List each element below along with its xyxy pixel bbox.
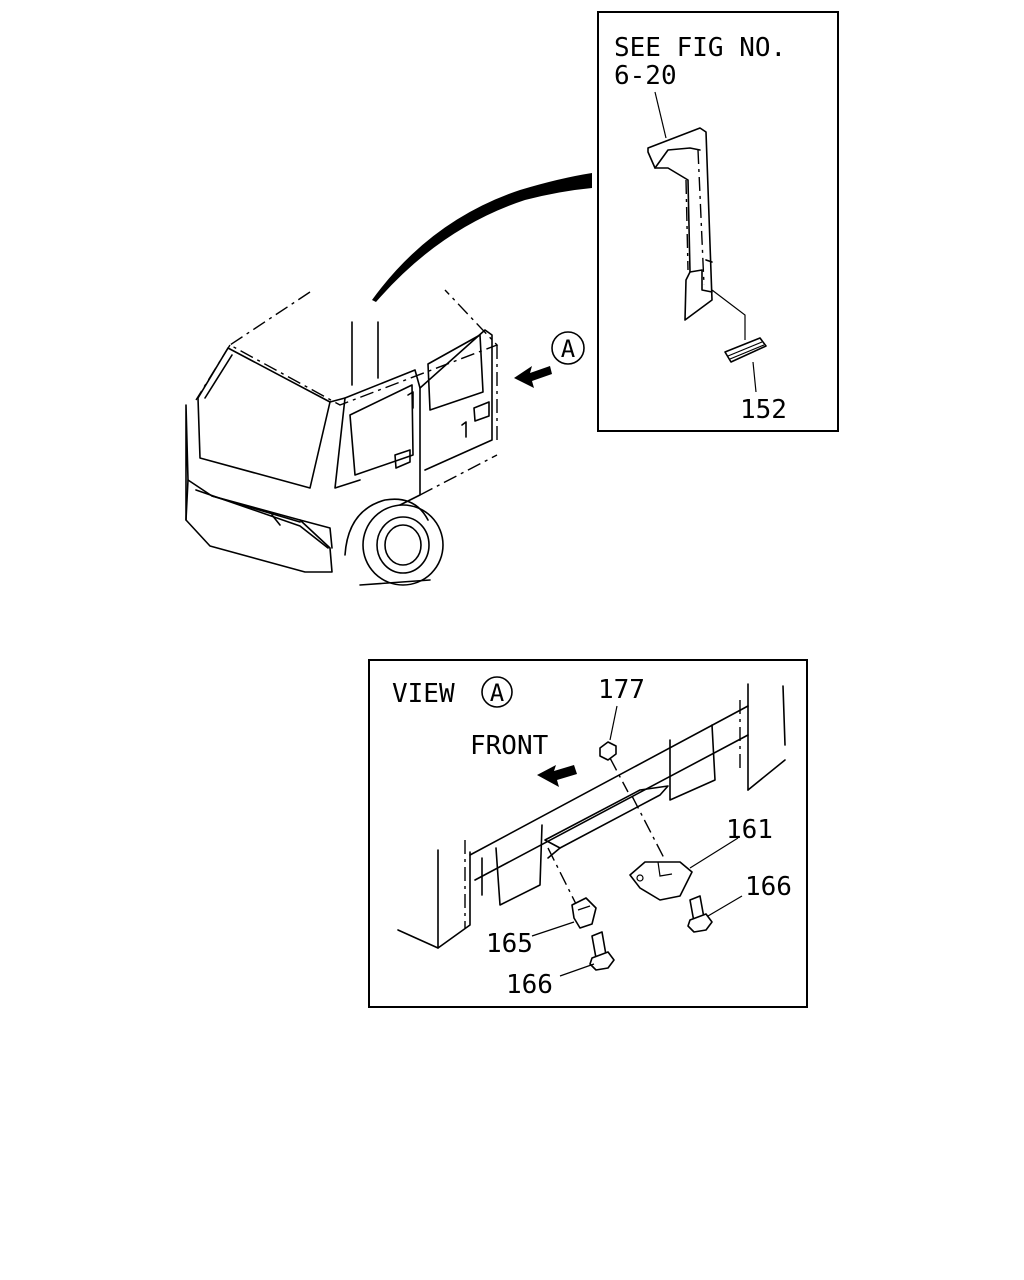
part-165-clip bbox=[571, 897, 597, 929]
part-number-166-bottom: 166 bbox=[506, 970, 553, 1000]
view-a-circle-marker: A bbox=[551, 331, 585, 365]
part-152-clip bbox=[724, 337, 767, 363]
view-a-arrow bbox=[514, 366, 552, 388]
part-number-161: 161 bbox=[726, 815, 773, 845]
part-166-bolt-right bbox=[687, 895, 713, 933]
callout-leader bbox=[372, 173, 592, 302]
view-title: VIEW bbox=[392, 679, 455, 709]
view-a-inset-frame: VIEW A FRONT bbox=[368, 659, 808, 1008]
part-177-nut bbox=[599, 741, 617, 761]
part-number-152: 152 bbox=[740, 395, 787, 425]
part-number-177: 177 bbox=[598, 675, 645, 705]
part-number-165: 165 bbox=[486, 929, 533, 959]
view-a-marker-letter: A bbox=[561, 335, 576, 363]
top-inset-frame: SEE FIG NO. 6-20 152 bbox=[597, 11, 839, 432]
part-166-bolt-bottom bbox=[589, 931, 615, 971]
front-arrow-icon bbox=[537, 765, 577, 787]
pillar-trim-panel bbox=[647, 127, 713, 321]
view-title-letter: A bbox=[490, 679, 505, 707]
vehicle-sill-structure bbox=[397, 683, 786, 949]
view-title-circle-marker: A bbox=[481, 676, 513, 708]
part-161-bracket bbox=[629, 861, 693, 901]
part-number-166-right: 166 bbox=[745, 872, 792, 902]
reference-text-line1: SEE FIG NO. bbox=[614, 33, 786, 63]
truck-illustration bbox=[185, 289, 499, 586]
reference-text-line2: 6-20 bbox=[614, 61, 677, 91]
front-direction-label: FRONT bbox=[470, 731, 549, 761]
